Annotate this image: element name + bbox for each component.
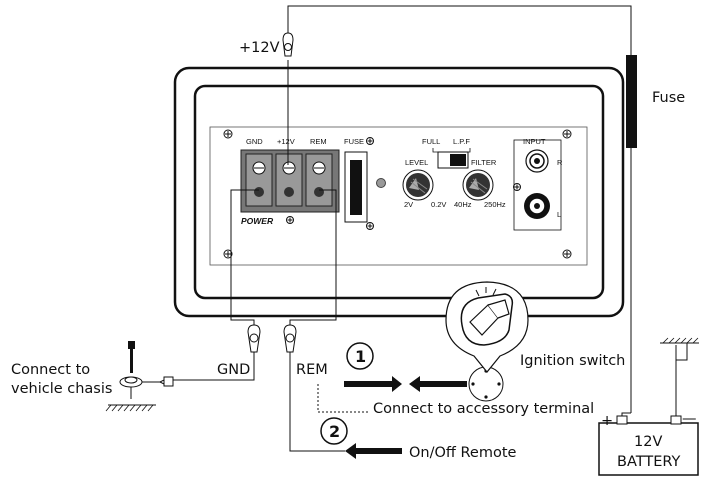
arrow-right-icon <box>344 376 402 392</box>
ignition-switch-label: Ignition switch <box>520 353 625 369</box>
step-1-badge <box>346 342 374 370</box>
plus12v-top-label: +12V <box>239 40 280 56</box>
amplifier-inner-frame <box>193 84 605 300</box>
ignition-switch-icon <box>445 281 529 402</box>
rem-wire-label: REM <box>296 362 328 378</box>
amplifier-outer-frame <box>173 66 625 318</box>
power-label: POWER <box>241 216 274 226</box>
battery-icon <box>598 337 699 476</box>
power-terminal-block <box>240 149 340 213</box>
battery-label-line1: 12V <box>634 434 662 450</box>
rca-jack-l[interactable] <box>524 193 550 219</box>
input-l-label: L <box>557 210 561 219</box>
terminal-gnd-label: GND <box>246 137 263 146</box>
step-2-number: 2 <box>329 422 340 441</box>
fuse-panel-label: FUSE <box>344 137 364 146</box>
connect-accessory-label: Connect to accessory terminal <box>373 401 594 417</box>
connect-chassis-line2: vehicle chasis <box>11 381 112 397</box>
filter-max-label: 250Hz <box>484 200 506 209</box>
level-min-label: 2V <box>404 200 413 209</box>
filter-knob[interactable] <box>462 169 494 201</box>
accessory-dotted-line <box>317 384 368 413</box>
rca-jack-r[interactable] <box>525 149 549 173</box>
terminal-rem-label: REM <box>310 137 327 146</box>
battery-minus-label: — <box>682 411 697 427</box>
level-max-label: 0.2V <box>431 200 446 209</box>
fuse-side-label: Fuse <box>652 90 685 106</box>
full-label: FULL <box>422 137 440 146</box>
inline-fuse <box>626 55 637 148</box>
input-r-label: R <box>557 158 563 167</box>
chassis-bolt-icon <box>105 341 174 412</box>
ring-terminal-gnd <box>247 324 261 353</box>
battery-label-line2: BATTERY <box>617 454 681 470</box>
input-rca-panel <box>513 139 562 231</box>
arrow-left-remote-icon <box>345 443 402 459</box>
filter-min-label: 40Hz <box>454 200 472 209</box>
terminal-12v-label: +12V <box>277 137 295 146</box>
power-wire <box>287 5 632 413</box>
filter-label: FILTER <box>471 158 497 167</box>
step-2-badge <box>320 417 348 445</box>
crossover-switch[interactable] <box>432 148 471 169</box>
panel-fuse-holder <box>344 151 386 223</box>
connect-chassis-line1: Connect to <box>11 362 90 378</box>
battery-plus-label: + <box>601 413 613 429</box>
gnd-wire-label: GND <box>217 362 250 378</box>
level-label: LEVEL <box>405 158 428 167</box>
onoff-remote-label: On/Off Remote <box>409 445 517 461</box>
lpf-label: L.P.F <box>453 137 470 146</box>
screw-icon <box>223 129 572 259</box>
ring-terminal-rem <box>283 324 297 353</box>
step-1-number: 1 <box>355 347 366 366</box>
input-label: INPUT <box>523 137 546 146</box>
arrow-left-icon <box>409 376 467 392</box>
level-knob[interactable] <box>402 169 434 201</box>
ring-terminal-12v <box>282 32 294 57</box>
